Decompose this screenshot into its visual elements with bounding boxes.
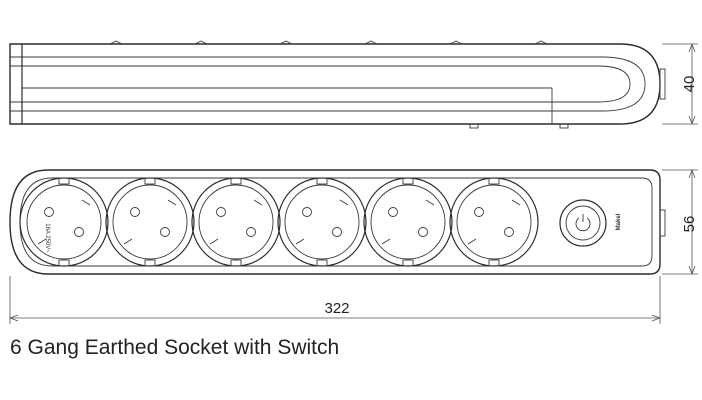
side-view <box>9 40 666 129</box>
socket-rating-text: 16A 250V~ <box>44 223 50 253</box>
pin-hole <box>130 207 140 217</box>
socket <box>449 177 539 267</box>
pin-hole <box>216 207 226 217</box>
pin-hole <box>418 227 428 237</box>
socket <box>19 177 109 267</box>
pin-hole <box>44 207 54 217</box>
pin-hole <box>160 227 170 237</box>
pin-hole <box>332 227 342 237</box>
socket <box>277 177 367 267</box>
sockets-row <box>19 177 539 267</box>
pin-hole <box>302 207 312 217</box>
pin-hole <box>504 227 514 237</box>
pin-hole <box>246 227 256 237</box>
pin-hole <box>388 207 398 217</box>
power-icon <box>575 214 591 232</box>
length-dimension: 322 <box>8 276 662 324</box>
length-dimension-label: 322 <box>324 300 349 317</box>
height-dimension-label: 40 <box>681 76 698 93</box>
brand-logo: Makel <box>616 213 622 230</box>
product-caption: 6 Gang Earthed Socket with Switch <box>10 336 340 359</box>
height-dimension: 40 <box>662 42 698 126</box>
width-dimension-label: 56 <box>681 216 698 233</box>
socket <box>363 177 453 267</box>
pin-hole <box>474 207 484 217</box>
socket <box>105 177 195 267</box>
svg-text:Makel: Makel <box>616 213 622 230</box>
power-switch[interactable] <box>559 199 607 247</box>
top-view: 16A 250V~ Makel <box>9 169 666 275</box>
socket <box>191 177 281 267</box>
width-dimension: 56 <box>662 168 698 276</box>
pin-hole <box>74 227 84 237</box>
